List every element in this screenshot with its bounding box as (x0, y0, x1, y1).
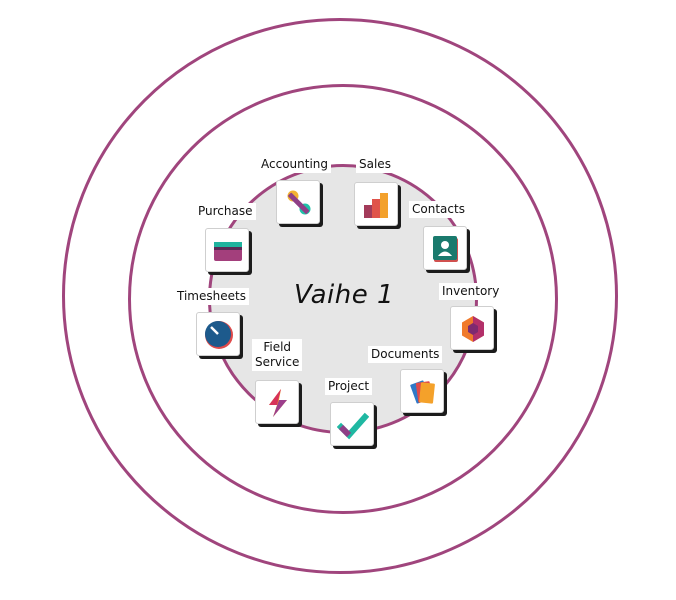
documents-tile[interactable] (400, 369, 444, 413)
project-label: Project (325, 378, 373, 395)
accounting-tile[interactable] (276, 180, 320, 224)
project-tile[interactable] (330, 402, 374, 446)
sales-tile[interactable] (354, 182, 398, 226)
timesheets-gauge-icon (205, 321, 233, 349)
inventory-tile[interactable] (450, 306, 494, 350)
documents-label: Documents (368, 346, 443, 363)
field-service-bolt-icon (269, 389, 287, 417)
inventory-label: Inventory (439, 283, 503, 300)
contacts-tile[interactable] (423, 226, 467, 270)
sales-bar-chart-icon (364, 193, 388, 218)
field-service-tile[interactable] (255, 380, 299, 424)
accounting-icon (287, 190, 311, 215)
purchase-tile[interactable] (205, 228, 249, 272)
purchase-label: Purchase (195, 203, 256, 220)
inventory-hexagon-icon (462, 316, 484, 342)
timesheets-label: Timesheets (174, 288, 249, 305)
documents-stack-icon (410, 380, 435, 404)
outer-ring (62, 18, 618, 574)
purchase-card-icon (214, 242, 242, 261)
project-checkmark-icon (337, 412, 369, 440)
middle-ring (128, 84, 558, 514)
center-title: Vaihe 1 (293, 280, 395, 310)
field-service-label-line2: Service (255, 355, 300, 369)
timesheets-tile[interactable] (196, 312, 240, 356)
accounting-label: Accounting (258, 156, 332, 173)
contacts-label: Contacts (409, 201, 468, 218)
field-service-label: Field Service (252, 339, 303, 371)
contacts-card-icon (433, 236, 458, 262)
sales-label: Sales (356, 156, 394, 173)
field-service-label-line1: Field (263, 340, 292, 354)
